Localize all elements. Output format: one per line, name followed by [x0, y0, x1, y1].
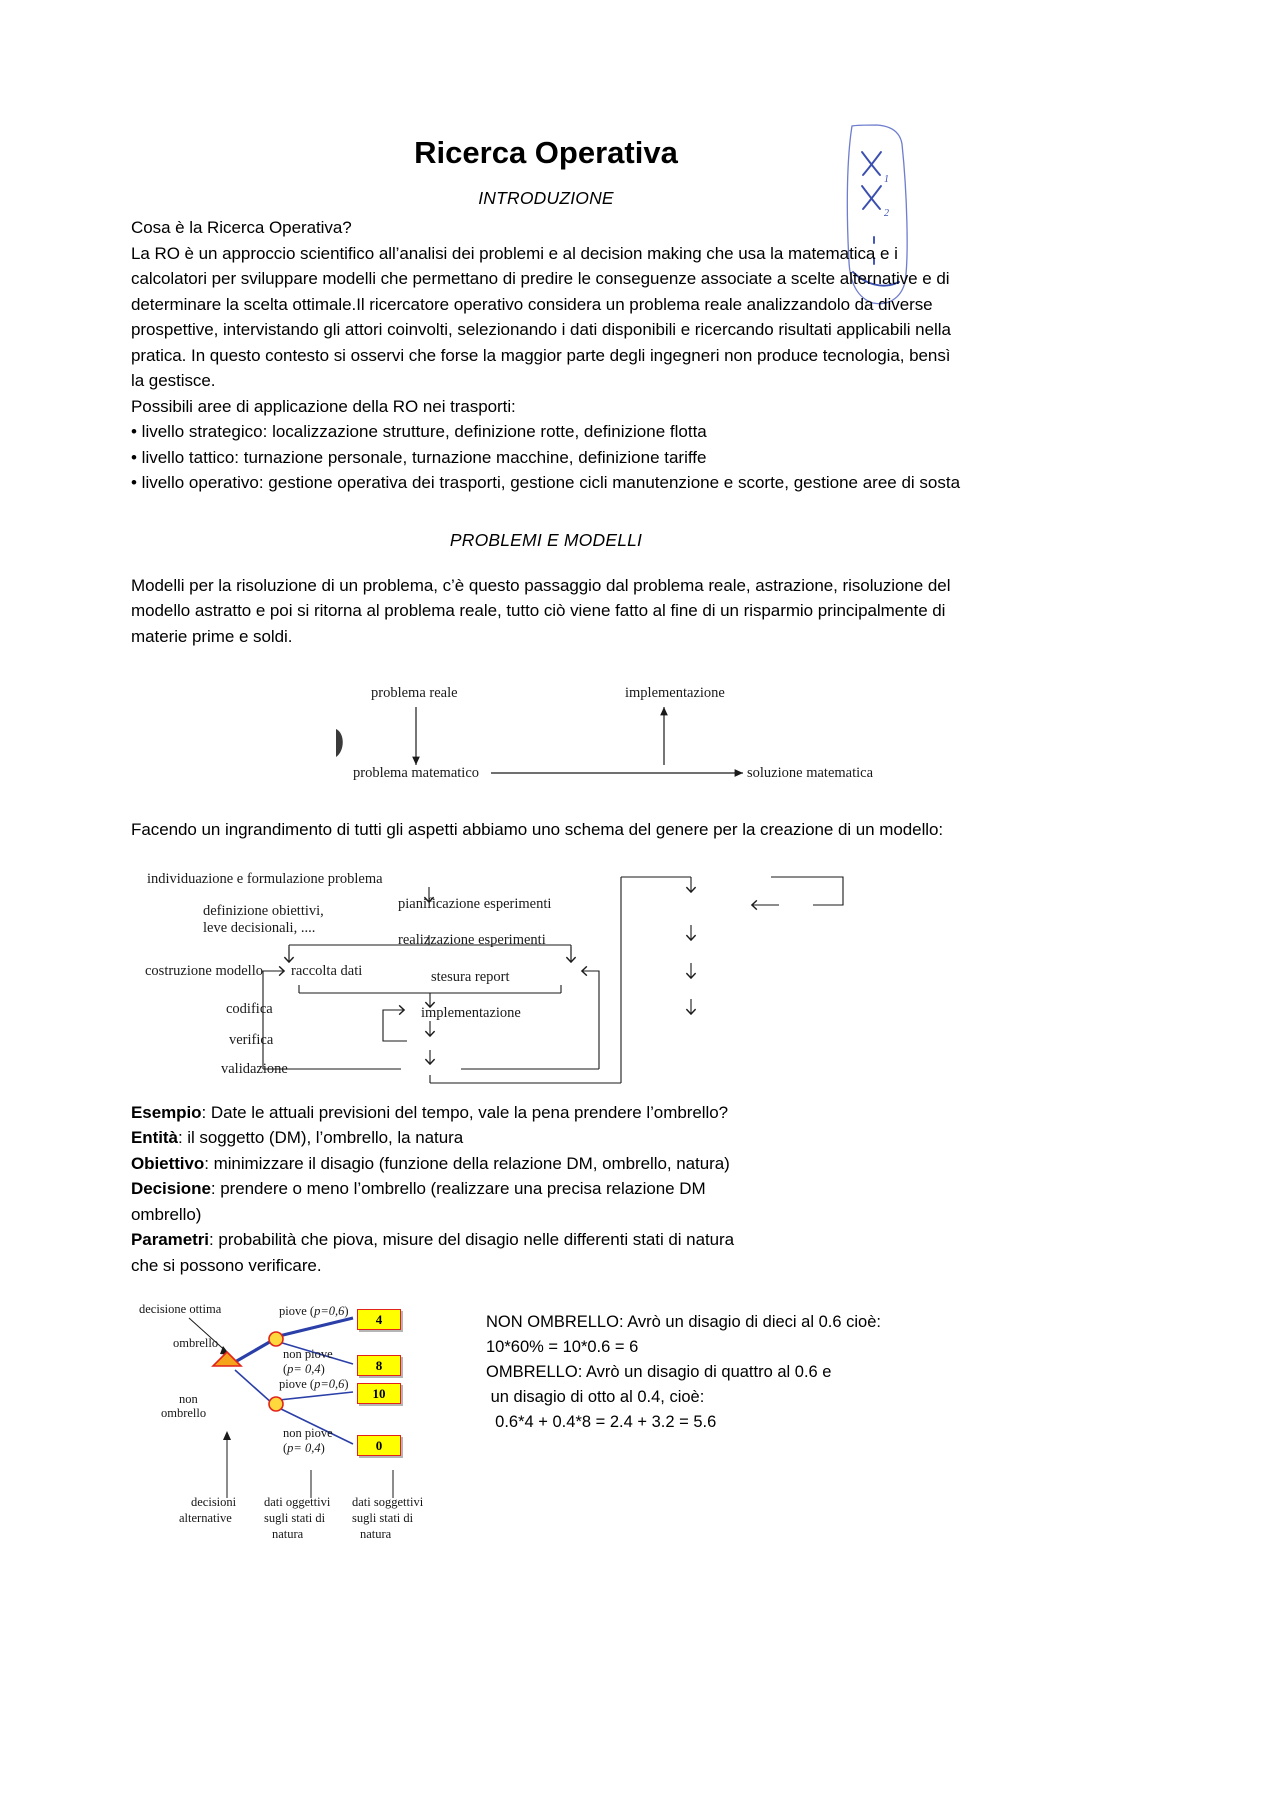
diagram-label-problema-matematico: problema matematico — [353, 765, 480, 782]
calc-line-3: OMBRELLO: Avrò un disagio di quattro al … — [486, 1363, 832, 1382]
example-label: Esempio — [131, 1102, 202, 1122]
section-heading-introduzione: INTRODUZIONE — [478, 188, 614, 209]
flow-label-costruzione-modello: costruzione modello — [145, 962, 263, 979]
example-line-decisione: Decisione: prendere o meno l’ombrello (r… — [131, 1176, 961, 1202]
tree-value-box-4: 0 — [357, 1435, 401, 1457]
example-line-parametri: Parametri: probabilità che piova, misure… — [131, 1227, 961, 1253]
branch1-end: ) — [344, 1304, 349, 1319]
tree-value-box-2: 8 — [357, 1355, 401, 1377]
section-heading-problemi-modelli: PROBLEMI E MODELLI — [449, 529, 643, 550]
example-line-obiettivo: Obiettivo: minimizzare il disagio (funzi… — [131, 1151, 961, 1177]
example-line-parametri-cont: che si possono verificare. — [131, 1255, 322, 1275]
entita-label: Entità — [131, 1128, 178, 1148]
tree-branch-prob-2: (p= 0,4) — [283, 1362, 325, 1377]
branch3-prob: p=0,6 — [314, 1377, 345, 1392]
svg-text:1: 1 — [884, 174, 889, 185]
tree-value-box-1: 4 — [357, 1309, 401, 1331]
calc-line-2: 10*60% = 10*0.6 = 6 — [486, 1338, 639, 1357]
flow-label-validazione: validazione — [221, 1060, 288, 1077]
flow-label-verifica: verifica — [229, 1031, 274, 1048]
areas-intro: Possibili aree di applicazione della RO … — [131, 396, 516, 416]
flow-label-pianificazione: pianificazione esperimenti — [398, 895, 552, 912]
list-item: • livello tattico: turnazione personale,… — [131, 447, 707, 467]
tree-legend-3-line3: natura — [360, 1527, 392, 1542]
flow-label-individuazione: individuazione e formulazione problema — [147, 870, 383, 887]
branch1-prob: p=0,6 — [314, 1304, 345, 1319]
diagram-model-creation-flowchart: individuazione e formulazione problema d… — [131, 869, 961, 1084]
models-paragraph: Modelli per la risoluzione di un problem… — [131, 575, 951, 646]
zoom-caption: Facendo un ingrandimento di tutti gli as… — [131, 820, 944, 840]
tree-legend-1-line1: decisioni — [191, 1495, 237, 1510]
tree-legend-1-line2: alternative — [179, 1511, 232, 1526]
obiettivo-text: : minimizzare il disagio (funzione della… — [204, 1153, 730, 1173]
flow-label-raccolta-dati: raccolta dati — [291, 962, 363, 979]
tree-branch-label-3: piove (p=0,6) — [279, 1377, 349, 1392]
tree-legend-2-line2: sugli stati di — [264, 1511, 326, 1526]
list-item: • livello operativo: gestione operativa … — [131, 473, 961, 493]
diagram-label-soluzione-matematica: soluzione matematica — [747, 765, 874, 782]
branch4-prob: p= 0,4 — [287, 1441, 321, 1456]
flow-label-codifica: codifica — [226, 1000, 273, 1017]
flow-label-implementazione: implementazione — [421, 1004, 521, 1021]
diagram-label-problema-reale: problema reale — [371, 685, 458, 702]
example-line-entita: Entità: il soggetto (DM), l’ombrello, la… — [131, 1125, 961, 1151]
entita-text: : il soggetto (DM), l’ombrello, la natur… — [177, 1128, 464, 1148]
page-title: Ricerca Operativa — [414, 135, 678, 170]
tree-legend-2-line3: natura — [272, 1527, 304, 1542]
intro-paragraph: La RO è un approccio scientifico all’ana… — [131, 243, 951, 391]
tree-label-ombrello: ombrello — [173, 1336, 219, 1351]
obiettivo-label: Obiettivo — [131, 1153, 205, 1173]
parametri-text: : probabilità che piova, misure del disa… — [208, 1230, 735, 1250]
decision-tree-diagram — [131, 1292, 471, 1547]
tree-label-non: non — [179, 1392, 198, 1407]
tree-label-non-ombrello: ombrello — [161, 1406, 207, 1421]
tree-legend-3-line2: sugli stati di — [352, 1511, 414, 1526]
decision-tree-section: 4 8 10 0 decisione ottima ombrello non o… — [131, 1292, 961, 1542]
diagram-simple-model-cycle: problema reale implementazione problema … — [131, 679, 961, 799]
list-item: • livello strategico: localizzazione str… — [131, 422, 707, 442]
document-body: Ricerca Operativa INTRODUZIONE Cosa è la… — [131, 0, 961, 1542]
tree-legend-2-line1: dati oggettivi — [264, 1495, 331, 1510]
branch1-main: piove ( — [279, 1304, 315, 1319]
svg-text:2: 2 — [884, 208, 889, 219]
areas-bullet-list: • livello strategico: localizzazione str… — [131, 419, 961, 496]
flow-label-leve-decisionali: leve decisionali, .... — [203, 919, 316, 936]
tree-branch-prob-4: (p= 0,4) — [283, 1441, 325, 1456]
decisione-text: : prendere o meno l’ombrello (realizzare… — [210, 1179, 706, 1199]
calc-line-1: NON OMBRELLO: Avrò un disagio di dieci a… — [486, 1313, 881, 1332]
example-text: : Date le attuali previsioni del tempo, … — [201, 1102, 729, 1122]
example-line-esempio: Esempio: Date le attuali previsioni del … — [131, 1100, 961, 1126]
tree-branch-label-1: piove (p=0,6) — [279, 1304, 349, 1319]
calc-line-5: 0.6*4 + 0.4*8 = 2.4 + 3.2 = 5.6 — [486, 1413, 717, 1432]
diagram-label-implementazione: implementazione — [625, 685, 725, 702]
branch3-main: piove ( — [279, 1377, 315, 1392]
tree-branch-label-2: non piove — [283, 1347, 333, 1362]
tree-legend-3-line1: dati soggettivi — [352, 1495, 424, 1510]
calc-line-4: un disagio di otto al 0.4, cioè: — [486, 1388, 705, 1407]
calculation-block: NON OMBRELLO: Avrò un disagio di dieci a… — [486, 1310, 881, 1435]
parametri-label: Parametri — [131, 1230, 209, 1250]
tree-label-decisione-ottima: decisione ottima — [139, 1302, 222, 1317]
example-line-decisione-cont: ombrello) — [131, 1204, 202, 1224]
tree-branch-label-4: non piove — [283, 1426, 333, 1441]
branch2-prob: p= 0,4 — [287, 1362, 321, 1377]
flow-label-realizzazione: realizzazione esperimenti — [398, 931, 546, 948]
flow-label-definizione-obiettivi: definizione obiettivi, — [203, 902, 324, 919]
intro-question: Cosa è la Ricerca Operativa? — [131, 218, 352, 238]
flow-label-stesura-report: stesura report — [431, 968, 510, 985]
tree-value-box-3: 10 — [357, 1383, 401, 1405]
handwritten-annotation: 1 2 — [843, 122, 915, 307]
decisione-label: Decisione — [131, 1179, 211, 1199]
branch3-end: ) — [344, 1377, 349, 1392]
